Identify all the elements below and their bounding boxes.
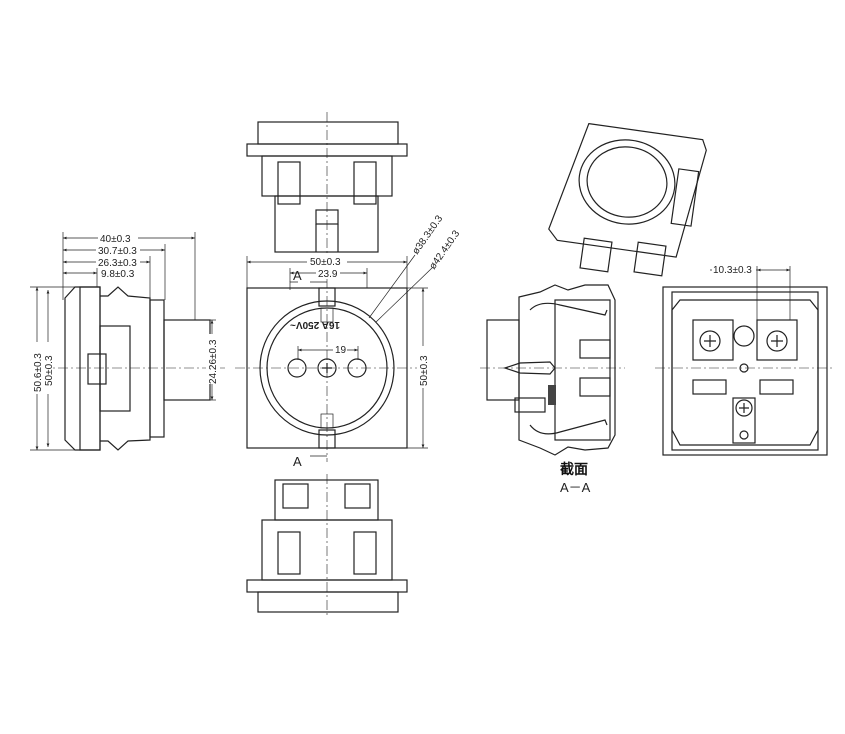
dim-inner-width: 23.9 (318, 269, 338, 280)
isometric-view (548, 122, 707, 277)
section-mark-top: A (293, 268, 302, 283)
bottom-view (246, 474, 408, 618)
dim-height-outer: 50.6±0.3 (33, 353, 44, 392)
dim-depth-4: 9.8±0.3 (101, 269, 135, 280)
rating-text: 16A 250V~ (290, 319, 340, 330)
section-view: 截面 A－A (480, 284, 625, 495)
dim-depth-3: 26.3±0.3 (98, 258, 137, 269)
dim-terminal: 10.3±0.3 (713, 265, 752, 276)
dim-front-width: 50±0.3 (310, 257, 341, 268)
back-view: 10.3±0.3 (655, 264, 835, 456)
dim-height: 50±0.3 (44, 355, 55, 386)
section-mark-bottom: A (293, 454, 302, 469)
dim-depth-total: 40±0.3 (100, 234, 131, 245)
section-subtitle: A－A (560, 480, 591, 495)
dim-protrusion: 24.26±0.3 (208, 339, 219, 384)
dim-front-height: 50±0.3 (419, 355, 430, 386)
dim-depth-2: 30.7±0.3 (98, 246, 137, 257)
side-view: 40±0.3 30.7±0.3 26.3±0.3 9.8±0.3 50.6±0.… (30, 232, 225, 451)
section-title: 截面 (560, 461, 588, 477)
top-view (246, 112, 408, 258)
dim-pin-spacing: 19 (335, 345, 347, 356)
